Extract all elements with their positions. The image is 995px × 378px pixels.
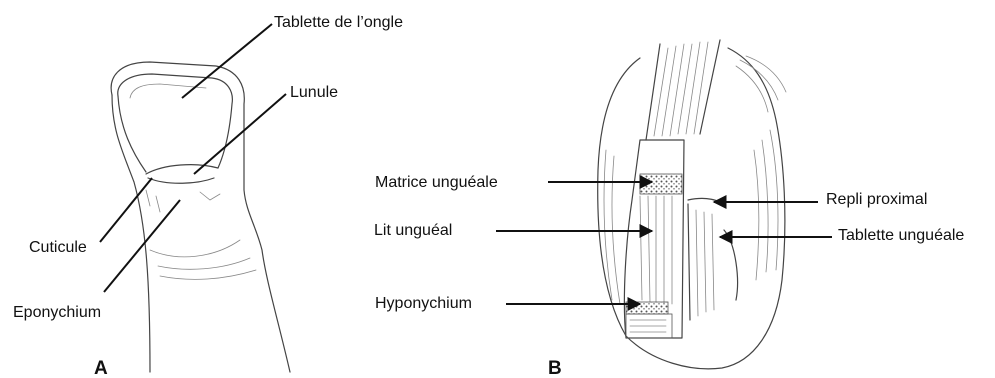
label-nail-plate-a: Tablette de l’ongle [274, 14, 403, 31]
label-cuticle: Cuticule [29, 239, 87, 256]
finger-sketch [111, 62, 290, 372]
label-lunula: Lunule [290, 84, 338, 101]
finger-section-sketch [598, 40, 786, 369]
leader-lunula [194, 94, 286, 174]
label-nail-bed: Lit unguéal [374, 222, 452, 239]
label-nail-plate-b: Tablette unguéale [838, 227, 964, 244]
leader-eponychium [104, 200, 180, 292]
panel-letter-b: B [548, 358, 562, 378]
label-proximal-fold: Repli proximal [826, 191, 927, 208]
leader-nail-plate-a [182, 24, 272, 98]
label-hyponychium: Hyponychium [375, 295, 472, 312]
label-eponychium: Eponychium [13, 304, 101, 321]
panel-letter-a: A [94, 358, 108, 378]
label-nail-matrix: Matrice unguéale [375, 174, 498, 191]
